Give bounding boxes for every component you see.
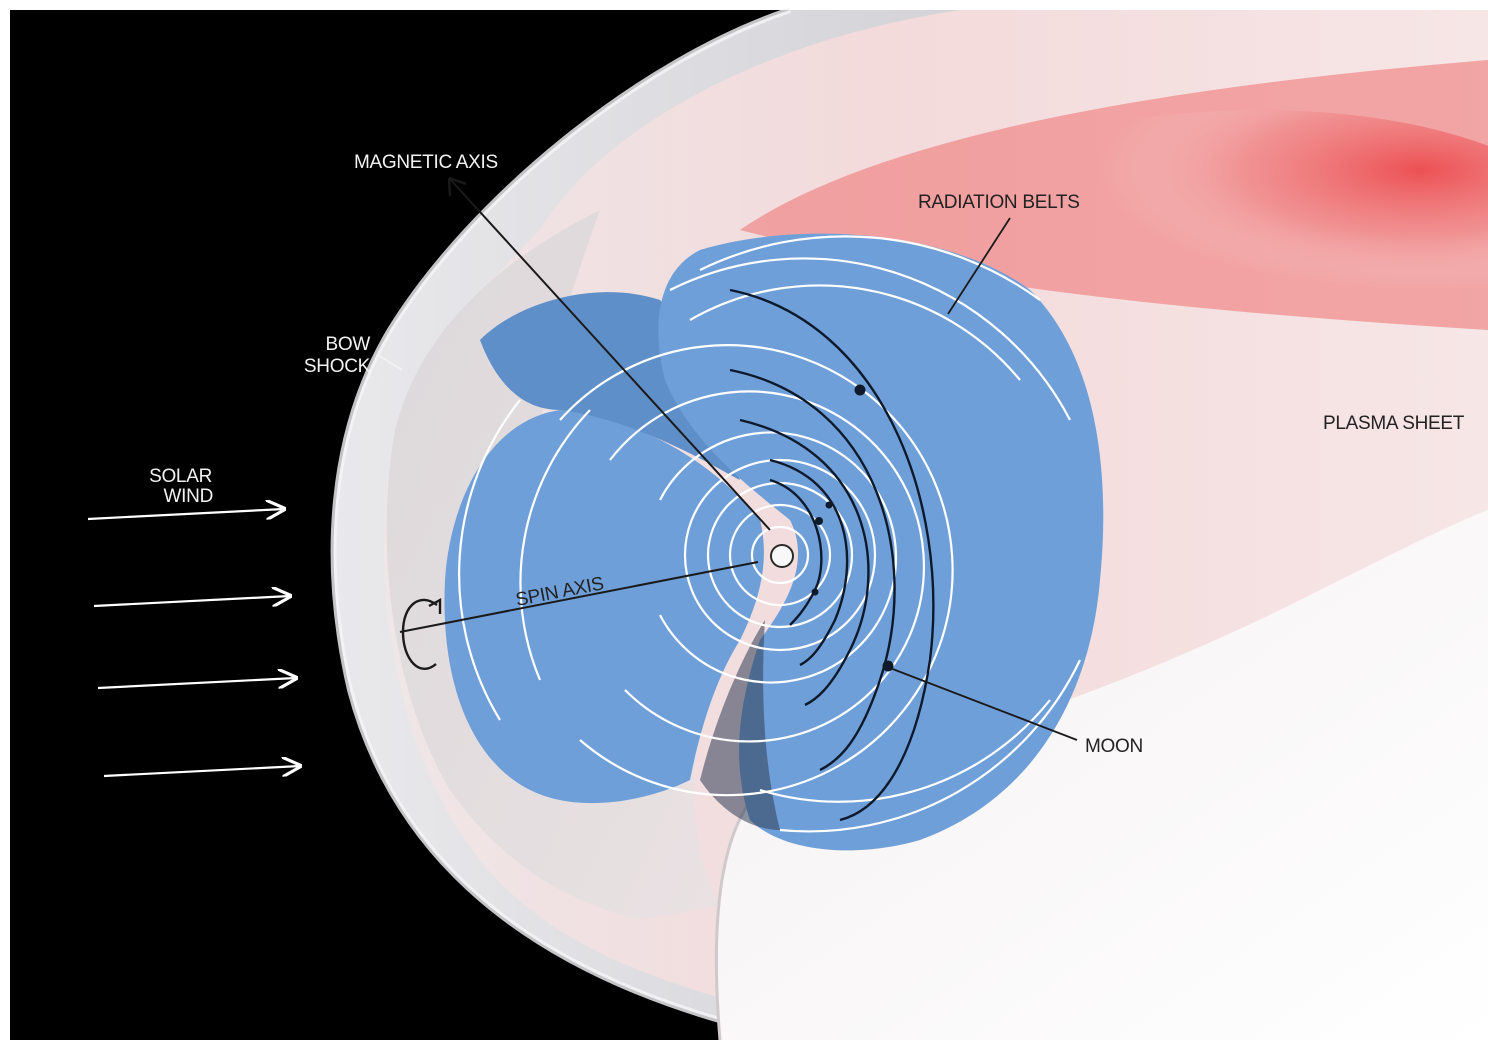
solar-wind-label-line1: SOLAR	[149, 466, 212, 487]
moon-label: MOON	[1085, 736, 1143, 757]
plasma-sheet-label: PLASMA SHEET	[1323, 413, 1465, 434]
solar-wind-label-line2: WIND	[164, 486, 213, 507]
radiation-belts-label: RADIATION BELTS	[918, 192, 1080, 213]
magnetic-axis-label: MAGNETIC AXIS	[354, 152, 498, 173]
bow-shock-label-line1: BOW	[326, 334, 371, 355]
bow-shock-label-line2: SHOCK	[304, 356, 371, 377]
planet	[771, 545, 793, 567]
